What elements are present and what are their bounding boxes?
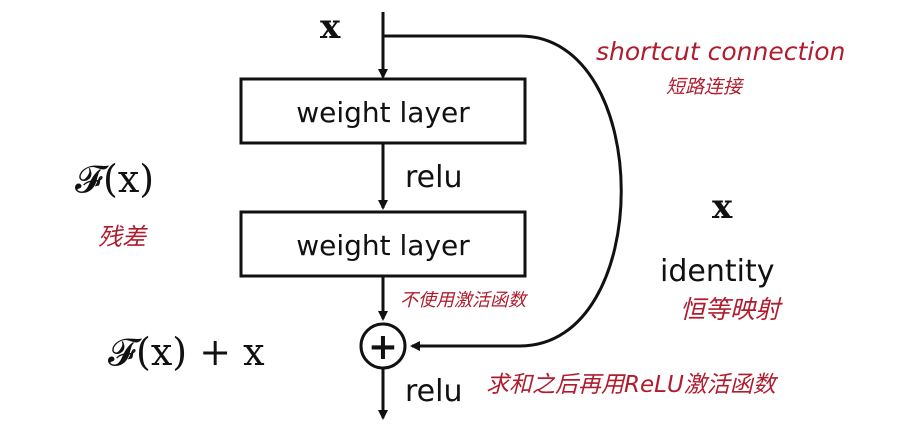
shortcut-label-en: shortcut connection — [596, 37, 845, 66]
residual-formula: 𝓕(x) — [75, 157, 154, 201]
sum-symbol: + — [368, 326, 398, 368]
weight-layer-2-box — [239, 210, 527, 278]
weight-layer-2-label: weight layer — [296, 229, 470, 262]
identity-x-label: x — [712, 187, 733, 227]
sum-node — [359, 322, 407, 370]
identity-zh-label: 恒等映射 — [680, 295, 783, 324]
sum-then-relu-note: 求和之后再用ReLU激活函数 — [486, 372, 779, 398]
shortcut-label-zh: 短路连接 — [666, 76, 745, 98]
weight-layer-1-label: weight layer — [296, 96, 470, 129]
identity-label: identity — [660, 254, 774, 289]
no-activation-note: 不使用激活函数 — [400, 290, 528, 311]
relu-output-label: relu — [405, 374, 462, 409]
relu-middle-label: relu — [405, 160, 462, 195]
residual-note: 残差 — [98, 223, 148, 251]
shortcut-connection-path — [383, 34, 623, 351]
sum-formula: 𝓕(x) + x — [108, 330, 265, 374]
weight-layer-1-box — [239, 77, 527, 145]
input-x-label: x — [320, 7, 341, 47]
